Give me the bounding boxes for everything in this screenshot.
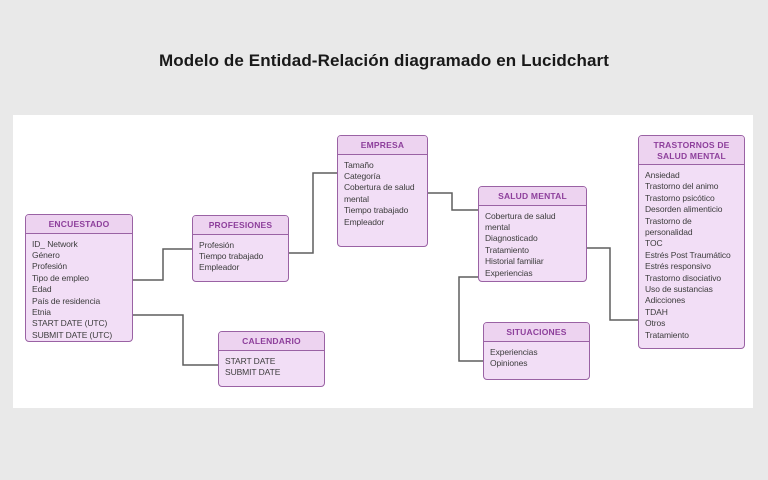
entity-encuestado-name: ENCUESTADO [26, 215, 132, 234]
connector-empresa-salud-mental [428, 192, 478, 211]
entity-field: TDAH [645, 306, 668, 317]
entity-field: Trastorno de personalidad [645, 215, 693, 238]
entity-field: Tiempo trabajado [199, 250, 264, 261]
entity-field: Tratamiento [485, 244, 529, 255]
entity-field: Desorden alimenticio [645, 204, 723, 215]
entity-field: START DATE (UTC) [32, 318, 108, 329]
entity-field: Tiempo trabajado [344, 205, 409, 216]
entity-field: Empleador [344, 216, 385, 227]
connector-salud-mental-trastornos [587, 247, 638, 321]
entity-field: ID_ Network [32, 238, 78, 249]
entity-field: Estrés Post Traumático [645, 249, 731, 260]
entity-field: SUBMIT DATE (UTC) [32, 329, 113, 340]
entity-field: Trastorno disociativo [645, 272, 722, 283]
diagram-title: Modelo de Entidad-Relación diagramado en… [159, 51, 609, 70]
entity-field: Género [32, 249, 60, 260]
connector-encuestado-profesiones [133, 248, 192, 281]
entity-field: País de residencia [32, 295, 101, 306]
entity-field: Uso de sustancias [645, 284, 713, 295]
entity-field: Cobertura de salud mental [485, 210, 556, 232]
entity-field: Opiniones [490, 357, 528, 368]
entity-calendario-name: CALENDARIO [219, 332, 324, 351]
connector-encuestado-calendario [133, 314, 218, 366]
entity-field: Tratamiento [645, 329, 689, 340]
entity-situaciones-name: SITUACIONES [484, 323, 589, 342]
entity-field: Edad [32, 284, 52, 295]
entity-field: TOC [645, 238, 663, 249]
entity-field: Experiencias [485, 267, 533, 278]
entity-field: Experiencias [490, 346, 538, 357]
entity-field: SUBMIT DATE [225, 366, 281, 377]
entity-field: Ansiedad [645, 170, 680, 180]
connector-salud-mental-situaciones [458, 276, 483, 362]
entity-field: Profesión [32, 261, 68, 272]
entity-field: Otros [645, 318, 666, 329]
entity-empresa-name: EMPRESA [338, 136, 427, 155]
relationship-connectors [133, 172, 638, 366]
entity-field: Cobertura de salud mental [344, 182, 415, 204]
entity-field: Tipo de empleo [32, 272, 89, 283]
entity-field: Estrés responsivo [645, 261, 711, 272]
entity-profesiones-name: PROFESIONES [193, 216, 288, 235]
entity-field: Empleador [199, 262, 240, 273]
entity-field: Diagnosticado [485, 233, 538, 244]
entity-field: Historial familiar [485, 256, 544, 267]
entity-field: Adicciones [645, 295, 686, 306]
entity-field: Categoría [344, 170, 381, 181]
entity-salud-mental-name: SALUD MENTAL [479, 187, 586, 206]
connector-profesiones-empresa [289, 172, 337, 254]
entity-field: Tamaño [344, 159, 374, 170]
entity-field: START DATE [225, 355, 276, 366]
entity-field: Profesión [199, 239, 235, 250]
entity-trastornos-salud-mental-name: TRASTORNOS DE SALUD MENTAL [639, 136, 744, 165]
entity-field: Trastorno del animo [645, 181, 719, 192]
entity-field: Trastorno psicótico [645, 192, 715, 203]
entity-field: Etnia [32, 306, 51, 317]
